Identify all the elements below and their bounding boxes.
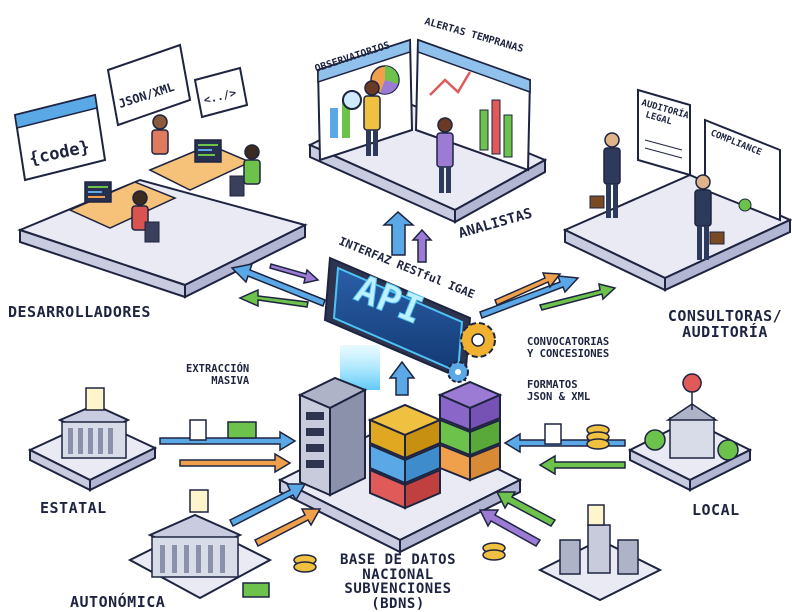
server-icon: [297, 376, 368, 497]
magnifier-icon: [342, 90, 362, 110]
arrow-to-devs-green: [238, 288, 309, 308]
arrow-br-green: [495, 491, 557, 527]
api-screen: API: [323, 256, 472, 382]
location-pin-icon: [682, 373, 702, 410]
arrow-to-consult-orange: [494, 272, 562, 307]
formats-callout: FORMATOS JSON & XML: [527, 379, 591, 403]
money-icon-2: [227, 421, 257, 439]
arrow-estatal-blue: [159, 430, 297, 452]
document-icon: [85, 387, 105, 411]
arrow-up-blue: [382, 210, 416, 256]
legal-audit-doc: [637, 88, 691, 177]
developers-platform: [17, 114, 308, 299]
consultant-people: [589, 132, 725, 260]
bottom-right-platform: [537, 504, 663, 602]
arrow-to-devs-purple: [269, 263, 320, 284]
arrow-auto-blue: [228, 483, 307, 528]
consultants-title: CONSULTORAS/ AUDITORÍA: [667, 307, 783, 341]
document-icon-3: [587, 504, 605, 526]
database-title: BASE DE DATOS NACIONAL SUBVENCIONES (BDN…: [339, 552, 457, 612]
arrow-to-devs-blue: [230, 263, 326, 307]
code-bubble: {code}: [13, 93, 107, 182]
autonomica-platform: [127, 489, 273, 600]
briefcase-icon: [589, 195, 605, 209]
arrow-br-purple: [478, 509, 542, 547]
arrow-estatal-orange: [179, 452, 292, 474]
document-icon-4: [189, 419, 207, 441]
arrow-up-purple: [411, 228, 433, 263]
arrow-to-consult-blue: [479, 275, 580, 319]
autonomica-title: AUTONÓMICA: [70, 593, 166, 611]
coin-icon: [293, 424, 610, 573]
document-icon-5: [544, 423, 562, 445]
arrows: [159, 210, 626, 548]
database-icon: [367, 380, 503, 510]
markup-bubble: <../>: [193, 66, 249, 119]
money-icon: [242, 582, 270, 598]
arrow-up-beam: [388, 360, 416, 396]
arrow-local-green: [538, 454, 626, 476]
bulk-extraction-callout: EXTRACCIÓN MASIVA: [186, 363, 250, 387]
local-platform: [627, 373, 753, 492]
gear-icon: [447, 322, 496, 383]
briefcase-icon-2: [709, 231, 725, 245]
developers-title: DESARROLLADORES: [8, 303, 151, 321]
estatal-title: ESTATAL: [40, 499, 107, 517]
document-icon-2: [189, 489, 209, 513]
compliance-doc: [704, 118, 781, 222]
json-xml-bubble: JSON/XML: [106, 43, 192, 127]
analyst-person: [342, 80, 454, 193]
local-title: LOCAL: [692, 501, 740, 519]
arrow-to-consult-green: [538, 282, 617, 311]
arrow-auto-orange: [253, 508, 322, 548]
estatal-platform: [27, 387, 158, 492]
calls-callout: CONVOCATORIAS Y CONCESIONES: [527, 336, 610, 360]
